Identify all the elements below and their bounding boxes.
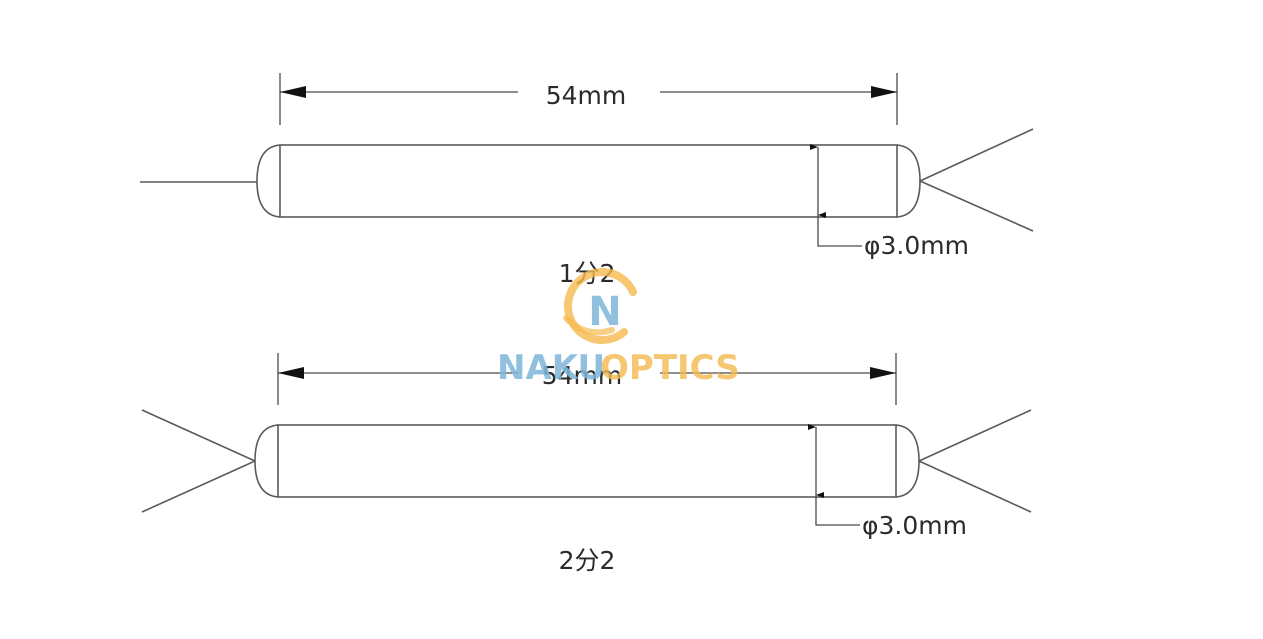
diameter-leader bbox=[815, 495, 860, 526]
input-fiber-1 bbox=[141, 409, 256, 462]
output-fiber-2 bbox=[919, 180, 1034, 232]
right-end-cap bbox=[896, 144, 921, 218]
length-label: 54mm bbox=[542, 361, 623, 390]
watermark-text-left: NAKU bbox=[497, 348, 605, 388]
logo-ring-icon bbox=[564, 268, 637, 345]
diameter-label: φ3.0mm bbox=[864, 231, 969, 260]
left-end-cap bbox=[256, 144, 281, 218]
splitter-body bbox=[277, 424, 897, 498]
output-fiber-1 bbox=[918, 409, 1032, 462]
diagram-1x2: 54mm φ3.0mm 1分2 bbox=[140, 73, 1034, 288]
splitter-body bbox=[279, 144, 898, 218]
diameter-leader bbox=[817, 215, 862, 247]
output-fiber-2 bbox=[918, 460, 1032, 513]
input-fiber-2 bbox=[141, 460, 256, 513]
caption-2x2: 2分2 bbox=[559, 546, 616, 575]
watermark-text-right: OPTICS bbox=[600, 348, 740, 388]
diagram-2x2: 54mm φ3.0mm 2分2 bbox=[141, 353, 1032, 575]
logo-letter: N bbox=[588, 289, 621, 335]
diameter-label: φ3.0mm bbox=[862, 511, 967, 540]
right-end-cap bbox=[895, 424, 920, 498]
logo-swoosh-icon bbox=[563, 315, 615, 336]
output-fiber-1 bbox=[919, 128, 1034, 182]
left-end-cap bbox=[254, 424, 279, 498]
watermark-logo: N NAKU OPTICS bbox=[497, 268, 740, 388]
length-label: 54mm bbox=[546, 81, 627, 110]
